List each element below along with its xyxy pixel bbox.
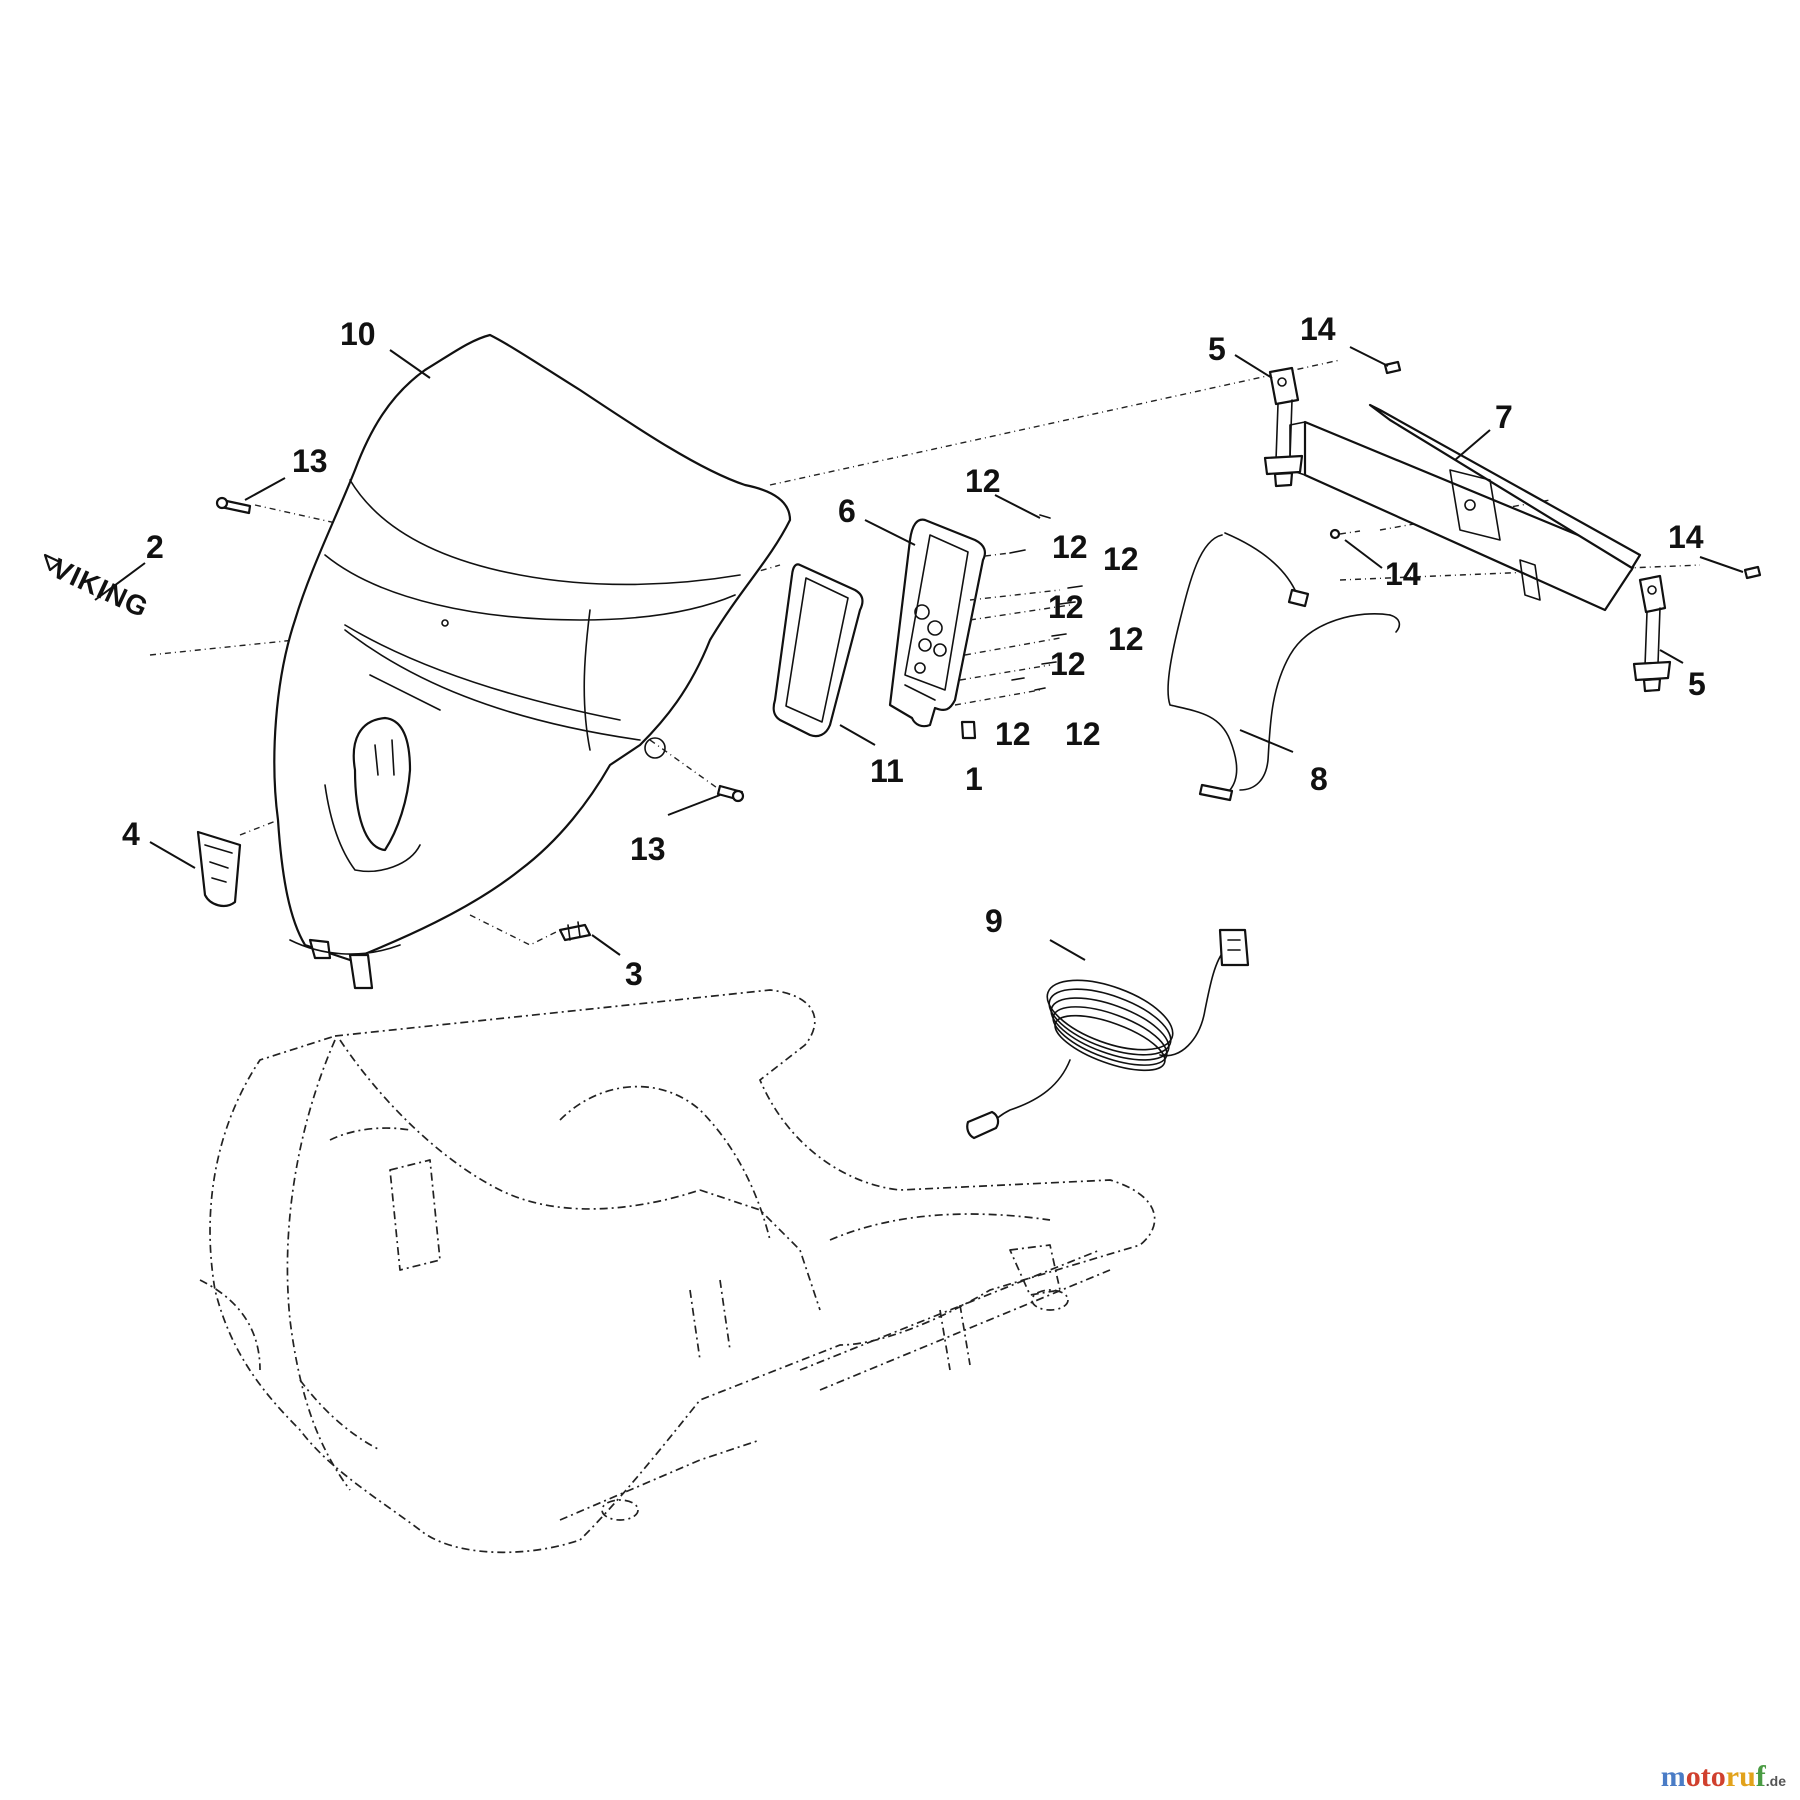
- callout-12-d: 12: [1048, 589, 1084, 625]
- fastener-part-3: [558, 921, 592, 942]
- watermark-tld: .de: [1765, 1773, 1786, 1789]
- stud-part-5a: [1263, 366, 1304, 488]
- callout-6: 6: [838, 493, 856, 529]
- wire-harness-part-8: [1167, 532, 1401, 802]
- callout-9: 9: [985, 903, 1003, 939]
- clip-part-1: [960, 720, 977, 740]
- callout-leader-lines: [94, 346, 1744, 961]
- callout-5-bottom: 5: [1688, 666, 1706, 702]
- callout-12-e: 12: [1108, 621, 1144, 657]
- callout-14-top: 14: [1300, 311, 1336, 347]
- callout-11: 11: [870, 753, 904, 789]
- callout-12-b: 12: [1052, 529, 1088, 565]
- callout-13-top: 13: [292, 443, 328, 479]
- cable-coil-part-9: [966, 928, 1250, 1140]
- callout-2: 2: [146, 529, 164, 565]
- gasket-part-11: [772, 563, 864, 738]
- callout-12-a: 12: [965, 463, 1001, 499]
- watermark-part-4: f: [1755, 1760, 1766, 1793]
- callout-7: 7: [1495, 399, 1513, 435]
- screws-part-14: [1329, 360, 1762, 580]
- viking-decal-part: VIKING: [43, 552, 153, 624]
- screw-part-13a: [215, 496, 252, 515]
- watermark-part-3: ru: [1725, 1760, 1756, 1793]
- callout-3: 3: [625, 956, 643, 992]
- callout-1: 1: [965, 761, 983, 797]
- callout-10: 10: [340, 316, 376, 352]
- callout-5-top: 5: [1208, 331, 1226, 367]
- callout-4: 4: [122, 816, 140, 852]
- callout-12-g: 12: [995, 716, 1031, 752]
- callout-14-right: 14: [1668, 519, 1704, 555]
- callout-12-c: 12: [1103, 541, 1139, 577]
- bracket-plate-part-7: [1289, 403, 1642, 612]
- callout-14-middle: 14: [1385, 556, 1421, 592]
- viking-decal-text: VIKING: [47, 552, 153, 623]
- callout-labels: 10 13 2 4 3 13 6 11 1 12 12 12 12 12 12 …: [122, 311, 1706, 992]
- control-plate-part-6: [888, 518, 986, 728]
- badge-plate-part: [196, 830, 242, 908]
- hood-shell-part: [273, 333, 792, 990]
- mower-chassis-outline: [199, 989, 1156, 1554]
- callout-8: 8: [1310, 761, 1328, 797]
- callout-13-bottom: 13: [630, 831, 666, 867]
- site-watermark: motoruf.de: [1661, 1760, 1786, 1794]
- stud-part-5b: [1632, 574, 1672, 693]
- watermark-part-2: oto: [1685, 1760, 1726, 1793]
- callout-12-f: 12: [1050, 646, 1086, 682]
- watermark-part-1: m: [1660, 1760, 1686, 1793]
- screw-part-13b: [716, 784, 745, 803]
- callout-12-h: 12: [1065, 716, 1101, 752]
- screws-part-12: [954, 514, 1083, 706]
